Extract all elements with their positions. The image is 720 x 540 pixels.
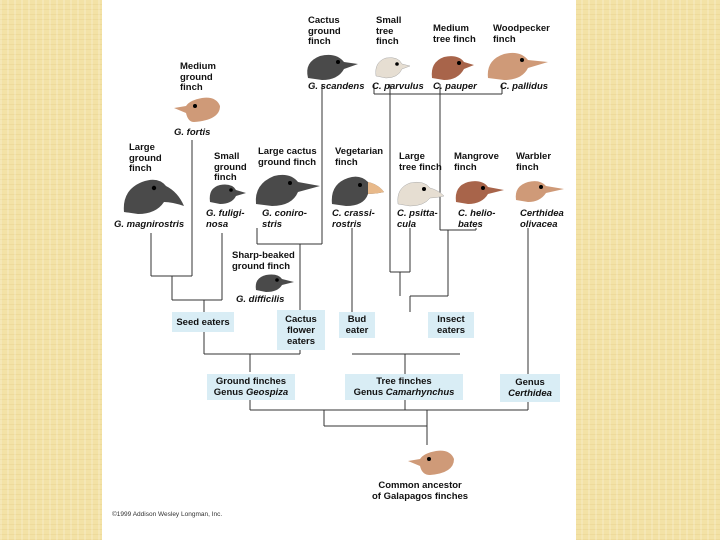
warbler-finch-name: Warbler finch [516,151,552,173]
mangrove-finch-icon [455,181,504,204]
vegetarian-finch-latin: C. crassi- rostris [332,208,375,230]
medium-ground-finch-name: Medium ground finch [180,61,216,93]
diagram-panel: Cactus ground finch Small tree finch Med… [102,0,576,540]
seed-eaters-box: Seed eaters [172,312,234,332]
certhidea-genus: Certhidea [508,388,552,399]
large-tree-finch-icon [397,181,445,207]
large-cactus-ground-finch-icon [255,174,320,206]
tree-finches-label: Tree finches [376,376,432,387]
sharp-beaked-ground-finch-latin: G. difficilis [236,294,285,305]
cactus-flower-eaters-box: Cactus flower eaters [277,310,325,350]
mangrove-finch-name: Mangrove finch [454,151,499,173]
warbler-finch-latin: Certhidea olivacea [520,208,564,230]
warbler-finch-icon [515,181,564,202]
phylogeny-lines [150,84,529,445]
mangrove-finch-latin: C. helio- bates [458,208,496,230]
medium-ground-finch-latin: G. fortis [174,127,211,138]
cactus-ground-finch-name: Cactus ground finch [308,15,341,47]
certhidea-label: Genus [515,377,545,388]
sharp-beaked-ground-finch-icon [255,274,294,292]
ground-finches-box: Ground finches Genus Geospiza [207,374,295,400]
small-tree-finch-name: Small tree finch [376,15,402,47]
large-ground-finch-latin: G. magnirostris [114,219,185,230]
bud-eater-box: Bud eater [339,312,375,338]
large-tree-finch-latin: C. psitta- cula [397,208,438,230]
vegetarian-finch-icon [331,176,384,206]
woodpecker-finch-name: Woodpecker finch [493,23,550,45]
medium-tree-finch-name: Medium tree finch [433,23,476,45]
common-ancestor-label: Common ancestor of Galapagos finches [372,480,469,502]
large-ground-finch-name: Large ground finch [129,142,162,174]
medium-tree-finch-icon [431,56,474,80]
common-ancestor-finch-icon [408,450,454,475]
large-ground-finch-icon [123,179,184,214]
medium-ground-finch-icon [174,97,220,122]
cactus-ground-finch-icon [307,54,358,80]
small-ground-finch-name: Small ground finch [214,151,247,183]
large-tree-finch-name: Large tree finch [399,151,442,173]
small-tree-finch-icon [375,57,411,79]
certhidea-box: Genus Certhidea [500,374,560,402]
large-cactus-ground-finch-name: Large cactus ground finch [258,146,317,168]
cactus-ground-finch-latin: G. scandens [308,81,365,92]
vegetarian-finch-name: Vegetarian finch [335,146,384,168]
woodpecker-finch-latin: C. pallidus [500,81,549,92]
copyright-text: ©1999 Addison Wesley Longman, Inc. [112,511,223,518]
small-ground-finch-latin: G. fuligi- nosa [206,208,245,230]
medium-tree-finch-latin: C. pauper [433,81,477,92]
small-tree-finch-latin: C. parvulus [372,81,424,92]
ground-finches-genus: Genus Geospiza [213,387,289,398]
ground-finches-label: Ground finches [215,376,287,387]
insect-eaters-box: Insect eaters [428,312,474,338]
woodpecker-finch-icon [487,52,548,80]
large-cactus-ground-finch-latin: G. coniro- stris [262,208,307,230]
sharp-beaked-ground-finch-name: Sharp-beaked ground finch [232,250,295,272]
tree-finches-genus: Genus Camarhynchus [353,387,455,398]
tree-finches-box: Tree finches Genus Camarhynchus [345,374,463,400]
small-ground-finch-icon [209,184,246,204]
